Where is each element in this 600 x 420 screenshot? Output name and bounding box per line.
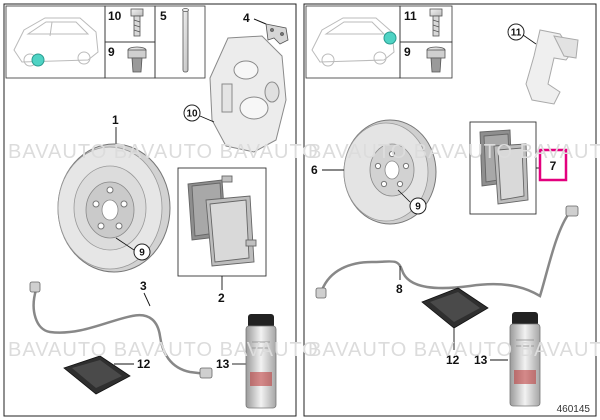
wear-sensor-3-ends bbox=[29, 281, 213, 379]
grease-packet-12-image-right bbox=[421, 287, 489, 329]
label-4: 4 bbox=[243, 11, 250, 25]
label-9-callout: 9 bbox=[139, 248, 145, 259]
right-panel: 11 9 11 bbox=[303, 3, 597, 417]
label-11-header: 11 bbox=[404, 9, 417, 23]
watermark-top-right: BAVAUTO BAVAUTO BAVAUTO bbox=[308, 141, 600, 163]
label-9-header-right: 9 bbox=[404, 45, 411, 59]
brake-pads-7-image bbox=[479, 129, 529, 205]
label-10-header: 10 bbox=[108, 9, 122, 23]
bolt-9-icon bbox=[127, 46, 147, 73]
car-location-sketch-rear bbox=[311, 17, 395, 67]
brake-caliper-image bbox=[209, 35, 287, 153]
callout-circle-9-right bbox=[409, 197, 427, 215]
spray-can-13-image bbox=[245, 314, 277, 409]
grease-packet-12-image bbox=[63, 355, 131, 395]
watermark-bottom: BAVAUTO BAVAUTO BAVAUTO bbox=[8, 339, 319, 361]
label-1: 1 bbox=[112, 113, 119, 127]
label-12-right: 12 bbox=[446, 353, 460, 367]
brake-disc-6-image bbox=[343, 119, 437, 225]
brake-disc-1-image bbox=[57, 143, 171, 273]
label-13-right: 13 bbox=[474, 353, 488, 367]
watermark-top: BAVAUTO BAVAUTO BAVAUTO bbox=[8, 141, 319, 163]
label-7: 7 bbox=[550, 159, 557, 173]
spring-clip-4-icon bbox=[265, 23, 289, 45]
label-13-left: 13 bbox=[216, 357, 230, 371]
callout-circle-11 bbox=[507, 23, 525, 41]
wear-sensor-8-image bbox=[320, 210, 572, 298]
bolt-9-icon-right bbox=[426, 46, 446, 73]
label-3: 3 bbox=[140, 279, 147, 293]
label-11-callout: 11 bbox=[511, 28, 522, 39]
label-8: 8 bbox=[396, 282, 403, 296]
wear-sensor-8-ends bbox=[315, 205, 579, 299]
guide-pin-5-icon bbox=[182, 8, 189, 73]
caliper-carrier-image bbox=[525, 29, 579, 105]
label-9-callout-right: 9 bbox=[415, 202, 421, 213]
callout-circle-10 bbox=[183, 104, 201, 122]
wear-sensor-3-image bbox=[32, 288, 208, 376]
left-header-grid bbox=[5, 5, 206, 79]
highlight-box-7 bbox=[538, 148, 568, 182]
bolt-11-icon bbox=[429, 8, 443, 37]
bolt-10-icon bbox=[130, 8, 144, 37]
watermark-bottom-right: BAVAUTO BAVAUTO BAVAUTO bbox=[308, 339, 600, 361]
right-header-grid bbox=[305, 5, 453, 79]
label-6: 6 bbox=[311, 163, 318, 177]
left-panel: 10 9 5 4 bbox=[3, 3, 297, 417]
spray-can-13-image-right bbox=[509, 312, 541, 407]
front-axle-marker-icon bbox=[31, 53, 45, 67]
label-2: 2 bbox=[218, 291, 225, 305]
diagram-id: 460145 bbox=[557, 404, 591, 415]
brake-pads-2-image bbox=[187, 175, 257, 267]
label-5: 5 bbox=[160, 9, 167, 23]
label-10-callout: 10 bbox=[186, 109, 198, 120]
callout-circle-9 bbox=[133, 243, 151, 261]
label-9-header: 9 bbox=[108, 45, 115, 59]
label-12-left: 12 bbox=[137, 357, 151, 371]
rear-axle-marker-icon bbox=[383, 31, 397, 45]
